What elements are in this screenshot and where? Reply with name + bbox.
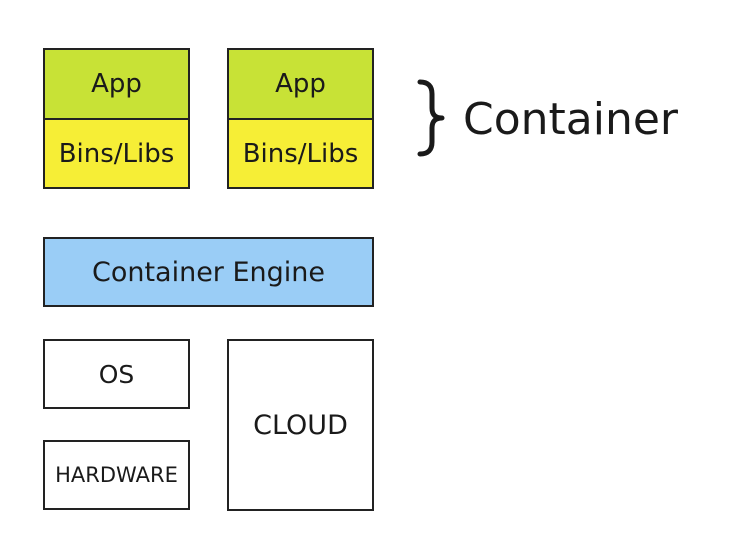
- app-box-2: App: [227, 48, 374, 120]
- os-box: OS: [43, 339, 190, 409]
- cloud-box: CLOUD: [227, 339, 374, 511]
- bins-libs-box-2: Bins/Libs: [227, 118, 374, 189]
- bins-libs-box-1: Bins/Libs: [43, 118, 190, 189]
- container-label: Container: [463, 94, 679, 145]
- app-box-1: App: [43, 48, 190, 120]
- hardware-box: HARDWARE: [43, 440, 190, 510]
- container-engine-box: Container Engine: [43, 237, 374, 307]
- right-curly-brace-icon: [414, 78, 450, 158]
